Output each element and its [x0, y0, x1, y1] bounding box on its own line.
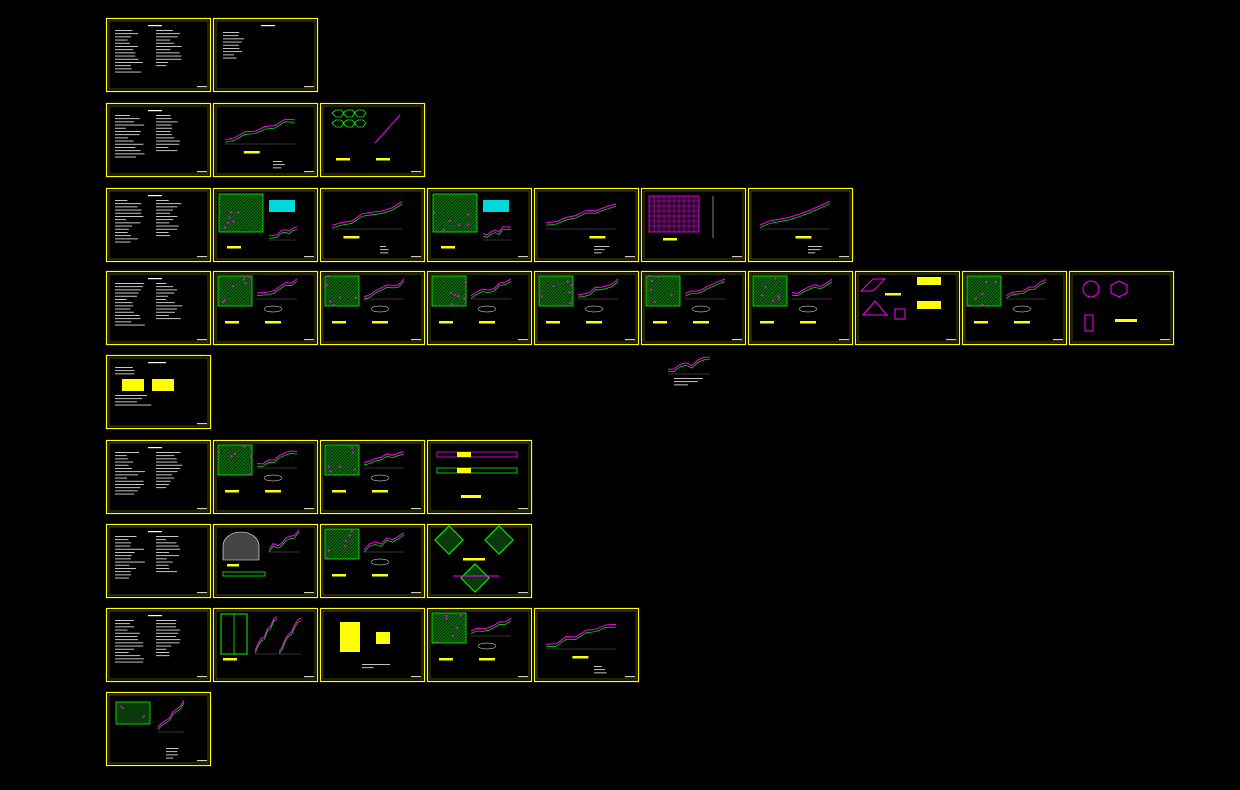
drawing-sheet-hatch-detail[interactable] — [319, 439, 426, 515]
drawing-sheet-notes-text[interactable] — [105, 187, 212, 263]
drawing-sheet-notes-text-sparse[interactable] — [212, 17, 319, 93]
drawing-sheet-hatch-detail[interactable] — [319, 270, 426, 346]
drawing-sheet-grid-plan[interactable] — [640, 187, 747, 263]
drawing-sheet-notes-text[interactable] — [105, 607, 212, 683]
drawing-sheet-block-table[interactable] — [319, 607, 426, 683]
drawing-sheet-hatch-detail[interactable] — [426, 607, 533, 683]
drawing-sheet-notes-text[interactable] — [105, 102, 212, 178]
loose-detail-snippet[interactable] — [667, 356, 711, 386]
drawing-sheet-triangle-details[interactable] — [854, 270, 961, 346]
drawing-sheet-slope-section[interactable] — [319, 187, 426, 263]
drawing-sheet-arch-detail[interactable] — [212, 523, 319, 599]
drawing-sheet-hatch-detail[interactable] — [212, 270, 319, 346]
drawing-sheet-hatch-detail[interactable] — [961, 270, 1068, 346]
drawing-sheet-hatch-detail[interactable] — [319, 523, 426, 599]
drawing-sheet-hatch-detail[interactable] — [533, 270, 640, 346]
drawing-sheet-plan-hatch-cyan[interactable] — [212, 187, 319, 263]
drawing-sheet-diamond-detail[interactable] — [426, 523, 533, 599]
drawing-sheet-plan-hatch-cyan[interactable] — [426, 187, 533, 263]
drawing-sheet-notes-table[interactable] — [105, 354, 212, 430]
drawing-sheet-slope-section[interactable] — [533, 187, 640, 263]
drawing-sheet-node-detail[interactable] — [105, 691, 212, 767]
drawing-sheet-slope-section[interactable] — [747, 187, 854, 263]
drawing-sheet-notes-text[interactable] — [105, 439, 212, 515]
drawing-sheet-hatch-detail[interactable] — [426, 270, 533, 346]
drawing-sheet-column-detail[interactable] — [212, 607, 319, 683]
drawing-sheet-slope-section[interactable] — [212, 102, 319, 178]
drawing-sheet-hatch-detail[interactable] — [640, 270, 747, 346]
drawing-sheet-beam-elevation[interactable] — [426, 439, 533, 515]
loose-items-layer — [667, 356, 711, 386]
drawing-sheet-hatch-detail[interactable] — [212, 439, 319, 515]
drawing-sheet-hexagon-detail[interactable] — [1068, 270, 1175, 346]
drawing-sheet-hatch-detail[interactable] — [747, 270, 854, 346]
drawing-sheet-notes-text[interactable] — [105, 523, 212, 599]
drawing-sheet-notes-text[interactable] — [105, 17, 212, 93]
drawing-sheet-rock-pattern-detail[interactable] — [319, 102, 426, 178]
drawing-sheet-slope-section[interactable] — [533, 607, 640, 683]
drawing-sheet-notes-text[interactable] — [105, 270, 212, 346]
drawing-sheets-layer — [105, 17, 1175, 767]
